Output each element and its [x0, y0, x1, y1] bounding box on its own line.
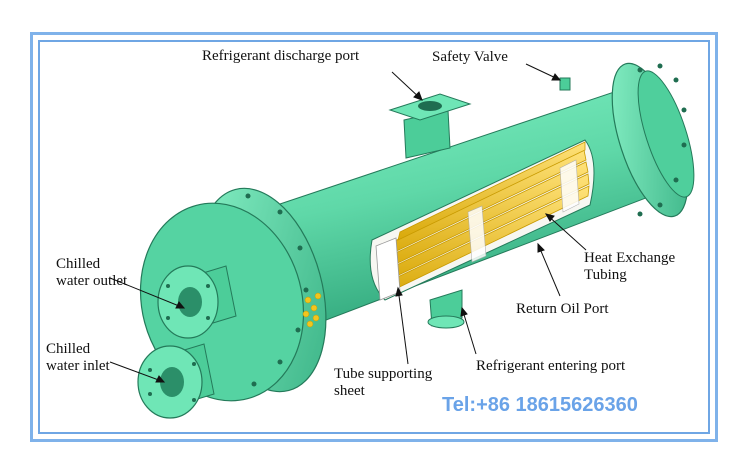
left-flange-bolts	[245, 193, 309, 387]
label-return-oil-port: Return Oil Port	[516, 301, 609, 317]
leader-lines	[109, 63, 587, 383]
tube-support-sheet-mid	[467, 205, 487, 263]
label-heat-exchange-line1: Heat Exchange	[584, 250, 676, 266]
label-heat-exchange: Heat Exchange Tubing	[584, 250, 675, 284]
inner-frame	[38, 40, 710, 434]
label-tube-support-sheet: Tube supporting sheet	[334, 366, 432, 400]
label-chilled-inlet: Chilled water inlet	[46, 341, 110, 375]
label-safety-valve: Safety Valve	[432, 49, 508, 65]
label-heat-exchange-line2: Tubing	[584, 267, 627, 283]
safety-valve	[559, 77, 571, 91]
outer-frame	[30, 32, 718, 442]
right-end-cap	[637, 70, 695, 198]
label-chilled-inlet-line1: Chilled	[46, 341, 91, 357]
label-tube-sheet-line2: sheet	[334, 383, 365, 399]
tube-bundle	[379, 141, 590, 295]
tube-ends-left	[302, 292, 322, 328]
label-chilled-outlet-line2: water outlet	[56, 273, 128, 289]
label-discharge-port: Refrigerant discharge port	[202, 48, 360, 64]
label-chilled-outlet: Chilled water outlet	[56, 256, 127, 290]
tube-support-sheet-left	[375, 237, 401, 301]
label-chilled-inlet-line2: water inlet	[46, 358, 110, 374]
label-chilled-outlet-line1: Chilled	[56, 256, 101, 272]
label-entering-port: Refrigerant entering port	[476, 358, 626, 374]
contact-phone: Tel:+86 18615626360	[442, 394, 638, 416]
label-tube-sheet-line1: Tube supporting	[334, 366, 433, 382]
right-flange-bolts	[637, 63, 687, 217]
tube-support-sheet-right	[559, 159, 580, 213]
